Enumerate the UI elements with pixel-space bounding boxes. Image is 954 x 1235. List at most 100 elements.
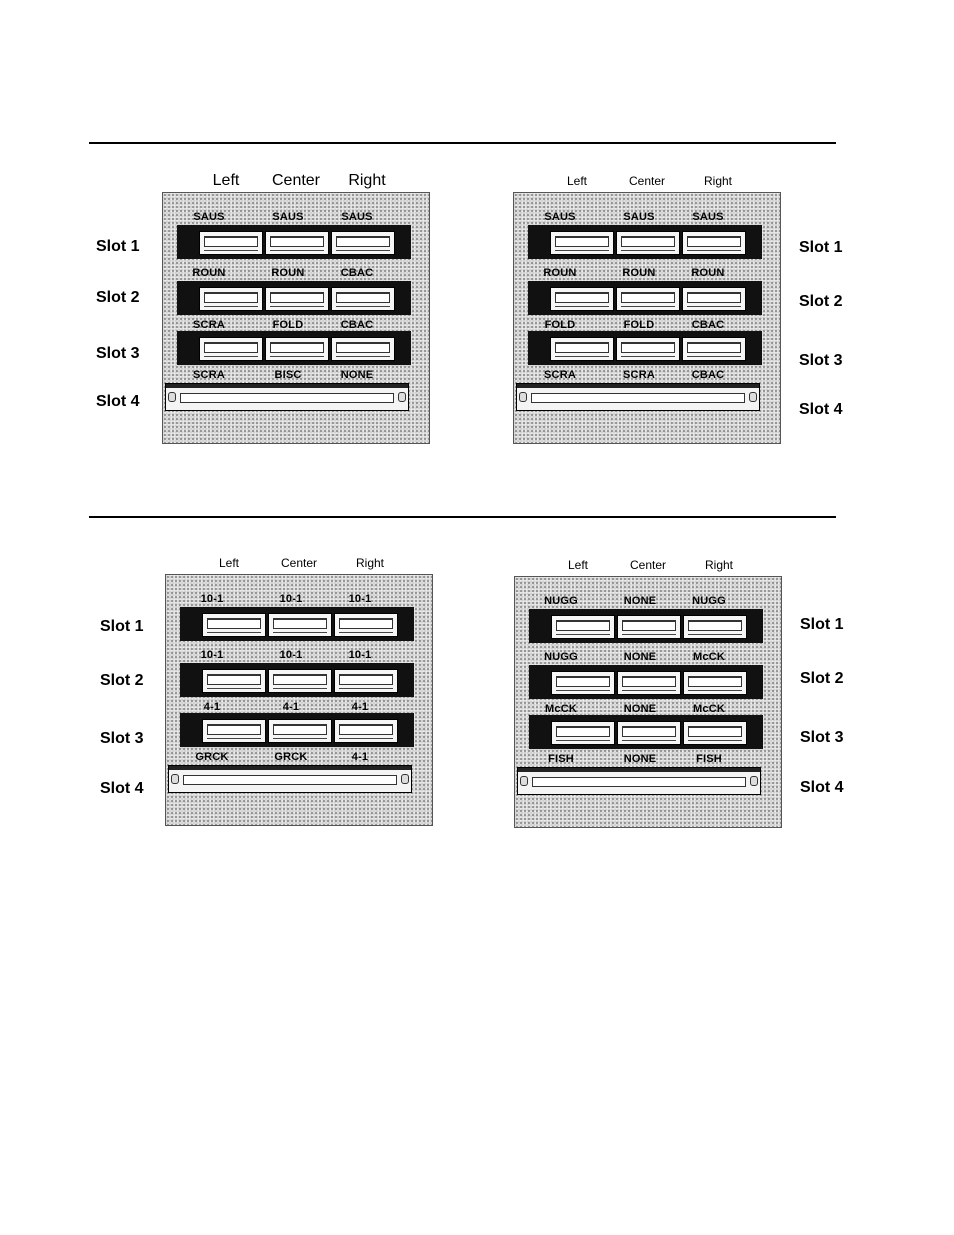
tray[interactable] — [616, 287, 680, 311]
tray[interactable] — [617, 615, 681, 639]
slot-item-label: 4-1 — [351, 701, 369, 713]
slot-item-label: NUGG — [544, 595, 578, 607]
slot-label-4: Slot 4 — [800, 779, 844, 796]
tray[interactable] — [551, 615, 615, 639]
tray[interactable] — [268, 613, 332, 637]
slot-item-label: NONE — [623, 703, 657, 715]
tray[interactable] — [616, 231, 680, 255]
slot-item-label: FISH — [696, 753, 722, 765]
slot-item-label: ROUN — [543, 267, 577, 279]
slot-item-label: BISC — [274, 369, 302, 381]
tray[interactable] — [551, 721, 615, 745]
tray[interactable] — [682, 231, 746, 255]
column-header-left: Left — [218, 556, 239, 570]
tray[interactable] — [617, 721, 681, 745]
tray[interactable] — [199, 231, 263, 255]
tray[interactable] — [616, 337, 680, 361]
column-header-right: Right — [703, 174, 732, 188]
slot-item-label: ROUN — [691, 267, 725, 279]
drawer-knob — [401, 774, 409, 784]
slot-item-label: SAUS — [692, 211, 724, 223]
drawer-slot-4[interactable] — [168, 765, 412, 793]
slot-item-label: 10-1 — [279, 649, 303, 661]
slot-label-1: Slot 1 — [799, 239, 843, 256]
slot-item-label: SCRA — [193, 319, 225, 331]
tray[interactable] — [199, 337, 263, 361]
tray[interactable] — [682, 337, 746, 361]
slot-label-3: Slot 3 — [96, 345, 140, 362]
tray[interactable] — [551, 671, 615, 695]
tray[interactable] — [550, 337, 614, 361]
tray[interactable] — [331, 231, 395, 255]
tray[interactable] — [334, 669, 398, 693]
slot-item-label: McCK — [693, 651, 725, 663]
slot-label-1: Slot 1 — [800, 616, 844, 633]
tray-row-slot-3 — [529, 715, 763, 749]
slot-label-4: Slot 4 — [96, 393, 140, 410]
tray[interactable] — [683, 721, 747, 745]
tray-row-slot-1 — [180, 607, 414, 641]
slot-label-3: Slot 3 — [799, 352, 843, 369]
slot-item-label: 4-1 — [203, 701, 221, 713]
slot-item-label: McCK — [545, 703, 577, 715]
drawer-slot-4[interactable] — [517, 767, 761, 795]
slot-item-label: SAUS — [544, 211, 576, 223]
tray[interactable] — [683, 671, 747, 695]
tray[interactable] — [683, 615, 747, 639]
slot-item-label: McCK — [693, 703, 725, 715]
drawer-slot-4[interactable] — [516, 383, 760, 411]
divider-rule — [89, 516, 836, 518]
slot-item-label: NUGG — [692, 595, 726, 607]
slot-item-label: SAUS — [341, 211, 373, 223]
column-header-center: Center — [628, 174, 666, 188]
slot-item-label: ROUN — [622, 267, 656, 279]
tray[interactable] — [331, 337, 395, 361]
slot-label-2: Slot 2 — [800, 670, 844, 687]
column-header-right: Right — [355, 556, 384, 570]
tray[interactable] — [265, 337, 329, 361]
slot-item-label: NONE — [623, 651, 657, 663]
slot-item-label: CBAC — [340, 267, 374, 279]
slot-item-label: 10-1 — [348, 593, 372, 605]
tray-row-slot-2 — [528, 281, 762, 315]
tray[interactable] — [334, 613, 398, 637]
tray[interactable] — [334, 719, 398, 743]
slot-item-label: NONE — [623, 753, 657, 765]
slot-item-label: SAUS — [272, 211, 304, 223]
tray[interactable] — [265, 287, 329, 311]
tray[interactable] — [268, 719, 332, 743]
slot-item-label: SCRA — [544, 369, 576, 381]
tray[interactable] — [550, 231, 614, 255]
tray-row-slot-2 — [529, 665, 763, 699]
slot-item-label: 10-1 — [279, 593, 303, 605]
tray[interactable] — [331, 287, 395, 311]
slot-item-label: SCRA — [623, 369, 655, 381]
slot-label-3: Slot 3 — [100, 730, 144, 747]
slot-item-label: FOLD — [623, 319, 655, 331]
drawer-knob — [398, 392, 406, 402]
tray-row-slot-3 — [528, 331, 762, 365]
tray[interactable] — [202, 719, 266, 743]
tray[interactable] — [202, 613, 266, 637]
tray[interactable] — [617, 671, 681, 695]
tray[interactable] — [682, 287, 746, 311]
slot-item-label: GRCK — [274, 751, 308, 763]
slot-item-label: FISH — [548, 753, 574, 765]
slot-item-label: NONE — [623, 595, 657, 607]
slot-item-label: NUGG — [544, 651, 578, 663]
tray[interactable] — [265, 231, 329, 255]
tray[interactable] — [550, 287, 614, 311]
tray[interactable] — [268, 669, 332, 693]
slot-label-2: Slot 2 — [96, 289, 140, 306]
slot-label-4: Slot 4 — [799, 401, 843, 418]
tray[interactable] — [199, 287, 263, 311]
slot-label-2: Slot 2 — [799, 293, 843, 310]
tray[interactable] — [202, 669, 266, 693]
column-header-left: Left — [566, 174, 587, 188]
drawer-slot-4[interactable] — [165, 383, 409, 411]
